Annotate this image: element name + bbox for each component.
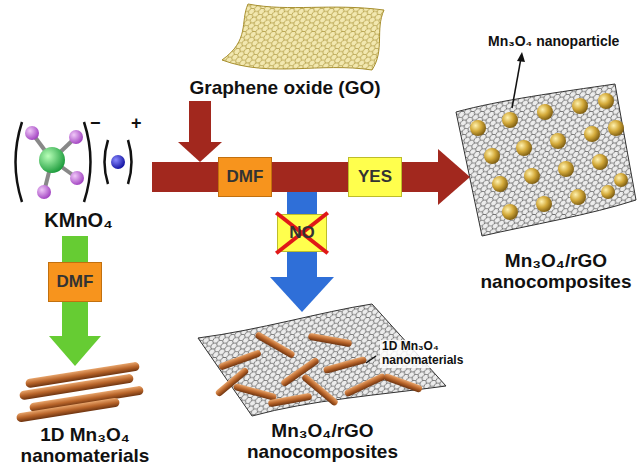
caption-text: Mn₃O₄/rGO nanocomposites xyxy=(223,420,423,463)
free-rods xyxy=(16,361,144,422)
rgo-sheet-particles xyxy=(456,52,636,236)
arrow-shaft xyxy=(402,162,438,192)
product-group: Mn₃O₄/rGO nanocomposites xyxy=(195,312,450,468)
box-text: NO xyxy=(289,224,315,243)
arrow-shaft xyxy=(62,236,88,262)
caption-text: 1D Mn₃O₄ nanomaterials xyxy=(5,424,165,467)
callout-label: 1D Mn₃O₄ nanomaterials xyxy=(380,340,476,368)
arrow-shaft xyxy=(287,192,317,214)
molecule-caption-group: KMnO₄ xyxy=(5,112,152,236)
caption-text: KMnO₄ xyxy=(5,209,152,231)
arrow-shaft xyxy=(62,302,88,336)
arrow-head xyxy=(49,336,101,366)
product-group: 1D Mn₃O₄ nanomaterials xyxy=(5,366,165,470)
solvent-box: DMF xyxy=(218,157,272,197)
box-text: YES xyxy=(358,168,392,187)
arrow-shaft xyxy=(152,162,218,192)
go-sheet xyxy=(222,4,384,70)
decision-box: NO xyxy=(277,214,327,252)
flow-arrow xyxy=(402,149,470,205)
flow-arrow xyxy=(75,236,76,262)
box-text: DMF xyxy=(227,168,264,187)
flow-arrow xyxy=(272,177,348,178)
flow-arrow xyxy=(270,252,334,312)
arrow-head xyxy=(438,149,470,205)
flow-arrow xyxy=(49,302,101,366)
arrow-head xyxy=(270,277,334,312)
product-group: Mn₃O₄/rGO nanocomposites xyxy=(470,85,642,300)
decision-box: YES xyxy=(348,157,402,197)
arrow-shaft xyxy=(189,101,211,142)
arrow-shaft xyxy=(272,162,317,192)
caption-text: Mn₃O₄/rGO nanocomposites xyxy=(471,250,641,293)
caption-text: Graphene oxide (GO) xyxy=(180,77,390,98)
charge-sign: + xyxy=(131,113,142,134)
arrow-shaft xyxy=(287,252,317,277)
solvent-box: DMF xyxy=(48,262,102,302)
sheet-caption-group: Graphene oxide (GO) xyxy=(180,0,390,101)
callout-label: Mn₃O₄ nanoparticle xyxy=(488,33,619,49)
arrow-shaft xyxy=(272,162,348,192)
charge-sign: − xyxy=(90,113,101,134)
arrow-head xyxy=(178,142,222,162)
kmno4-molecule xyxy=(16,122,132,202)
flow-arrow xyxy=(152,177,218,178)
box-text: DMF xyxy=(57,273,94,292)
flow-arrow xyxy=(272,177,317,214)
